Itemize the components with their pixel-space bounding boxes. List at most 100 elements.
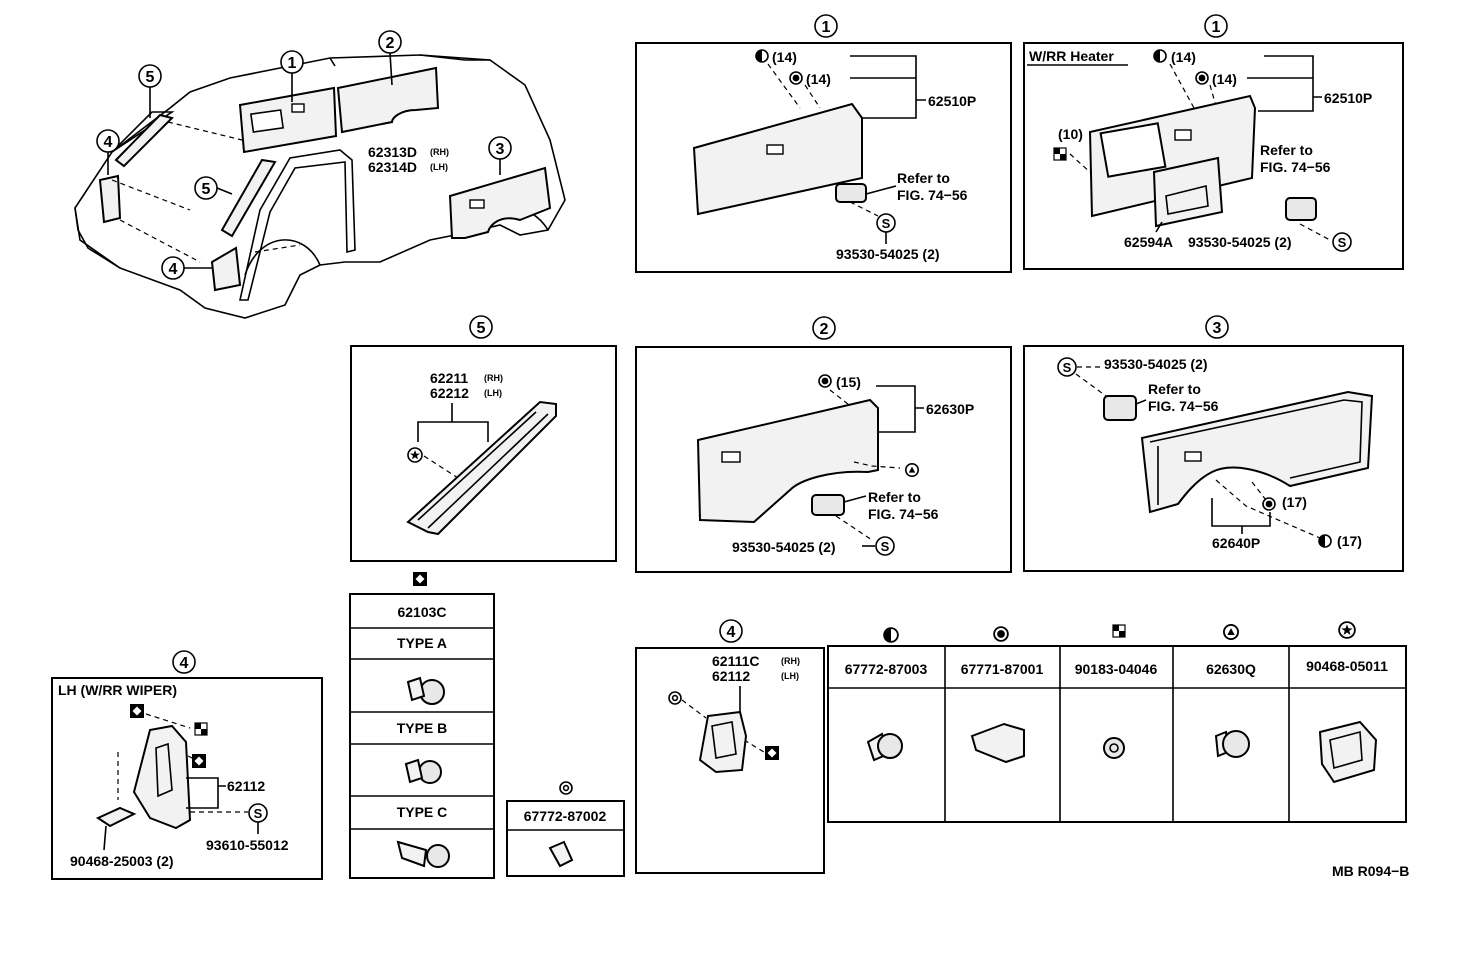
part-62314d: 62314D [368,159,417,175]
quarter-trim-62313d [239,149,356,301]
part-62103c: 62103C [397,604,446,620]
part-62640p: 62640P [1212,535,1260,551]
screw-93530-54025-d: 93530-54025 (2) [1104,356,1208,372]
half-circle-icon [1318,534,1332,548]
fastener-67772-87003: 67772-87003 [845,661,928,677]
rh-note: (RH) [484,373,503,383]
diagram-code: MB R094−B [1332,863,1409,879]
part-62510p: 62510P [928,93,976,109]
type-c-label: TYPE C [397,804,448,820]
part-62313d: 62313D [368,144,417,160]
panel-4lh-callout: 4 [180,655,189,672]
lh-note: (LH) [484,388,502,398]
qty-14-dot: (14) [806,71,831,87]
refer-text-1d: Refer to [1148,381,1201,397]
panel-4-bracket: 4 62111C (RH) 62112 (LH) [635,619,825,874]
grommet [1285,197,1317,221]
overview-callout-1: 1 [288,55,297,72]
refer-text-2: FIG. 74−56 [897,187,968,203]
checker-square-icon [1053,147,1067,161]
rh-note: (RH) [781,656,800,666]
screw-93530-54025-c: 93530-54025 (2) [732,539,836,555]
part-62212: 62212 [430,385,469,401]
fastener-90468-05011: 90468-05011 [1306,658,1388,674]
panel-3-rear-trim: 3 S 93530-54025 (2) Refer to FIG. 74−56 … [1023,315,1404,572]
half-circle-icon [755,49,769,63]
panel-3-callout: 3 [1213,320,1222,337]
dot-circle-icon [818,374,832,388]
star-icon [407,447,423,463]
pillar-trim-5-lower [220,158,277,238]
dot-circle-icon [1262,497,1276,511]
overview-callout-4-lower: 4 [169,261,178,278]
overview-callout-5-lower: 5 [202,181,211,198]
screw-s-symbol-c: S [881,539,890,554]
refer-text-1b: Refer to [1260,142,1313,158]
screw-s-symbol: S [882,216,891,231]
part-62112-lh: 62112 [227,778,265,794]
clip-type-b-drawing [404,758,442,784]
panel-1-standard: 1 (14) (14) 62510P Refer to FIG. 74−56 S… [635,14,1012,273]
qty-17-half: (17) [1337,533,1362,549]
rr-heater-label: W/RR Heater [1029,48,1114,64]
panel-2-callout: 2 [820,321,829,338]
overview-callout-5-upper: 5 [146,69,155,86]
refer-text-2d: FIG. 74−56 [1148,398,1219,414]
triangle-circle-icon [1223,624,1239,640]
diamond-square-icon [413,572,427,586]
overview-callout-2: 2 [386,35,395,52]
refer-text-1c: Refer to [868,489,921,505]
fastener-62630q: 62630Q [1206,661,1256,677]
part-62510p-b: 62510P [1324,90,1372,106]
part-67772-87002: 67772-87002 [524,808,607,824]
overview-callouts: 1 2 3 4 5 5 4 [96,30,512,280]
triangle-circle-icon [905,463,919,477]
part-62211: 62211 [430,370,468,386]
pillar-garnish-62211 [406,400,557,536]
fastener-table: 67772-87003 67771-87001 90183-04046 6263… [827,621,1407,823]
panel-4-lh-rr-wiper: 4 LH (W/RR WIPER) 62112 S 93610-55012 90… [51,650,323,880]
ring-icon [668,691,682,705]
overview-callout-3: 3 [496,141,505,158]
clip-90468-25003 [95,806,137,828]
refer-text-2c: FIG. 74−56 [868,506,939,522]
part-62112: 62112 [712,668,750,684]
qty-10: (10) [1058,126,1083,142]
part-62630p: 62630P [926,401,974,417]
fastener-67771-87001: 67771-87001 [961,661,1044,677]
diamond-square-icon [130,704,144,718]
trim-panel-62640p [1140,390,1374,514]
screw-s-symbol-d: S [1063,360,1072,375]
star-icon [1338,621,1356,639]
screw-93530-54025-b: 93530-54025 (2) [1188,234,1292,250]
screw-s-symbol-e: S [254,806,263,821]
clip-type-a-drawing [406,676,445,705]
panel-62510p-outline [238,86,338,154]
part-62111c: 62111C [712,653,760,669]
vehicle-outline [74,54,566,319]
fastener-62630q-drawing [1214,730,1250,758]
qty-17-dot: (17) [1282,494,1307,510]
screw-93610-55012: 93610-55012 [206,837,289,853]
overview-callout-4-upper: 4 [104,134,113,151]
diamond-square-icon [192,754,206,768]
fastener-67772-87003-drawing [866,732,903,762]
vehicle-overview [74,54,566,319]
dot-circle-icon [993,626,1009,642]
trim-panel-62630p [696,398,879,524]
ring-icon [559,781,573,795]
panel-2-side-trim: 2 (15) 62630P Refer to FIG. 74−56 93530-… [635,316,1012,573]
part-62594a: 62594A [1124,234,1173,250]
dot-circle-icon [789,71,803,85]
pillar-trim-5-upper [114,113,174,168]
panel-1a-callout: 1 [822,19,831,36]
half-circle-icon [1153,49,1167,63]
panel-1b-callout: 1 [1212,19,1221,36]
checker-square-icon [1112,624,1126,638]
fastener-67771-87001-drawing [970,722,1025,764]
bracket-62112 [132,724,192,830]
trim-panel-62510p [692,102,863,216]
qty-15: (15) [836,374,861,390]
diamond-square-icon [765,746,779,760]
heater-duct-62594a [1152,156,1224,228]
